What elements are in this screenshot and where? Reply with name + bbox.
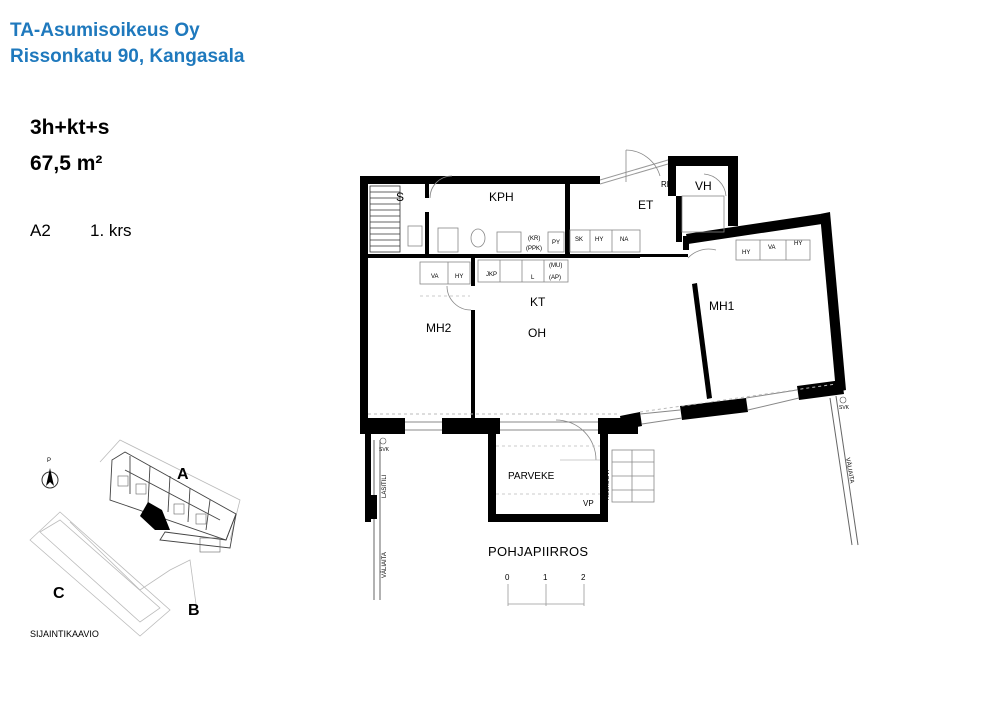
- label-valiaita-left: VÄLIAITA: [381, 552, 388, 578]
- fence-posts: [371, 495, 377, 519]
- fixture-hy-hall: HY: [595, 237, 603, 243]
- scale-ticks: 0 1 2: [505, 573, 586, 582]
- plan-title: POHJAPIIRROS: [488, 544, 589, 559]
- fixture-hy-mh2: HY: [455, 274, 463, 280]
- glazing: [368, 159, 837, 431]
- room-label-living: OH: [528, 326, 546, 340]
- fixture-py: PY: [552, 240, 560, 246]
- apartment-type: 3h+kt+s: [30, 116, 110, 139]
- bedroom1-wardrobes: [687, 239, 811, 261]
- scale-bar: [507, 584, 585, 606]
- room-label-bedroom1: MH1: [709, 299, 735, 313]
- apartment-area: 67,5 m²: [30, 152, 103, 175]
- site-plan: P: [29, 439, 241, 637]
- room-label-balcony: PARVEKE: [508, 471, 555, 482]
- bathroom-fixtures: [429, 175, 641, 253]
- doors: [496, 149, 727, 495]
- header: TA-Asumisoikeus Oy Rissonkatu 90, Kangas…: [10, 18, 244, 70]
- site-plan-label: SIJAINTIKAAVIO: [30, 629, 99, 639]
- room-label-kitchen: KT: [530, 295, 546, 309]
- fixture-vp: VP: [583, 499, 594, 508]
- north-arrow: P: [41, 458, 59, 489]
- north-label: P: [47, 458, 51, 464]
- label-lasitili: LASITILI: [382, 474, 388, 498]
- fixture-labels: (KR) (PPK) PY SK HY NA RK HY VA HY VA HY…: [379, 180, 850, 508]
- svk-symbols: [379, 396, 847, 445]
- outdoor-steps: [611, 449, 655, 503]
- side-labels: LASITILI KULKUOVI VÄLIAITA VÄLIAITA: [381, 457, 855, 578]
- sauna-bench: [369, 185, 423, 253]
- scale-tick-0: 0: [505, 573, 510, 582]
- apartment-code: A2: [30, 221, 51, 240]
- kitchen-counter: [419, 259, 569, 311]
- fixture-ppk: (PPK): [526, 246, 542, 252]
- room-label-sauna: S: [396, 190, 404, 204]
- room-label-wardrobe: VH: [695, 179, 712, 193]
- fixture-na: NA: [620, 237, 628, 243]
- fixture-svk-left: SVK: [379, 447, 390, 453]
- site-wing-b: B: [188, 602, 200, 619]
- building-a-units: [117, 475, 221, 553]
- interior-walls: [368, 184, 712, 418]
- address: Rissonkatu 90, Kangasala: [10, 46, 245, 67]
- scale-tick-1: 1: [543, 573, 548, 582]
- company-name: TA-Asumisoikeus Oy: [10, 20, 200, 41]
- highlight-apartment: [140, 502, 170, 530]
- fixture-hy-mh1-a: HY: [742, 250, 750, 256]
- fixture-l: L: [531, 275, 535, 281]
- fixture-kr: (KR): [528, 236, 540, 242]
- room-label-hall: ET: [638, 198, 654, 212]
- fixture-mu: (MU): [549, 263, 562, 269]
- room-label-bathroom: KPH: [489, 190, 514, 204]
- label-kulkuovi: KULKUOVI: [605, 469, 611, 500]
- fences: [373, 395, 859, 600]
- site-wing-c: C: [53, 585, 65, 602]
- fixture-ap: (AP): [549, 275, 561, 281]
- fixture-sk: SK: [575, 237, 583, 243]
- fixture-va-mh2: VA: [431, 274, 439, 280]
- apartment-floor: 1. krs: [90, 221, 132, 240]
- fixture-hy-mh1-b: HY: [794, 241, 802, 247]
- fixture-svk-right: SVK: [839, 405, 850, 411]
- building-a: [109, 451, 237, 549]
- room-label-bedroom2: MH2: [426, 321, 452, 335]
- balcony-walls: [488, 514, 606, 522]
- outer-walls: [360, 156, 846, 522]
- fixture-rk: RK: [661, 180, 673, 189]
- fixture-jkp: JKP: [486, 272, 497, 278]
- scale-tick-2: 2: [581, 573, 586, 582]
- fixture-va-mh1: VA: [768, 245, 776, 251]
- site-wing-a: A: [177, 466, 189, 483]
- label-valiaita-right: VÄLIAITA: [844, 457, 855, 484]
- room-labels: S KPH ET VH KT OH MH1 MH2 PARVEKE: [396, 179, 735, 482]
